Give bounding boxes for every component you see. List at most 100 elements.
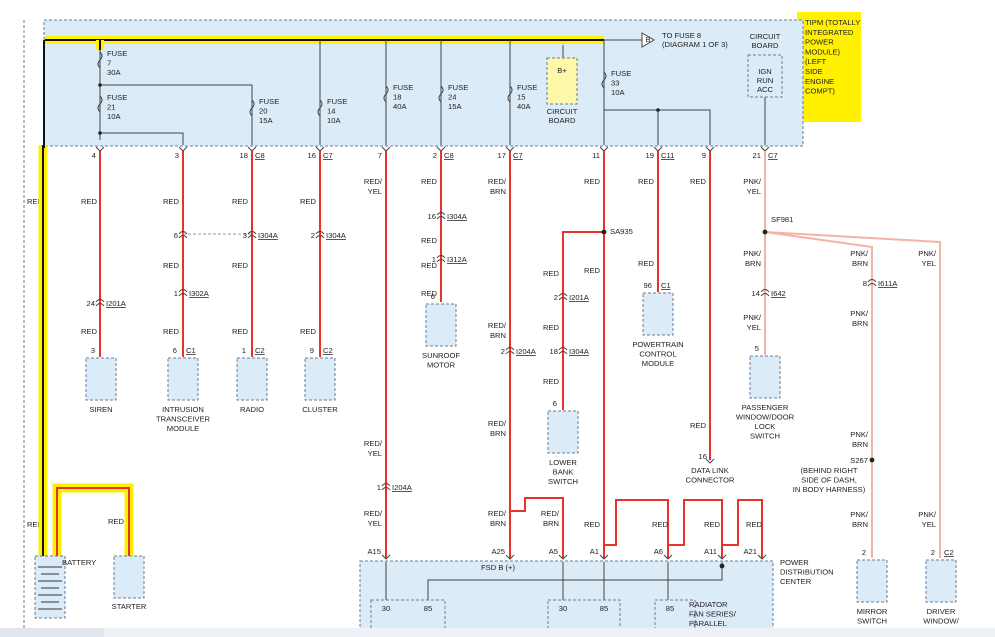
lower-bank-switch-box xyxy=(547,410,579,454)
wire-color-label-line: BRN xyxy=(852,440,868,449)
fuse-label-line: 40A xyxy=(393,102,407,111)
wire-color-label-line: RED/ xyxy=(488,321,507,330)
inline-connector-pin: 2 xyxy=(501,347,505,356)
pdc-pin xyxy=(599,554,609,560)
fuse-label-line: 10A xyxy=(611,88,625,97)
tipm-pin-number: 4 xyxy=(92,151,96,160)
horizontal-scrollbar[interactable] xyxy=(0,628,995,637)
fuse-symbol xyxy=(383,85,389,103)
circuit-board-title: BOARD xyxy=(751,41,779,50)
fuse-symbol xyxy=(438,85,444,103)
wire-color-label: RED xyxy=(27,197,44,206)
tipm-pin-connector: C8 xyxy=(255,151,265,160)
fuse-label-line: 21 xyxy=(107,103,115,112)
pdc-label-line: CENTER xyxy=(780,577,812,586)
inline-connector-symbol xyxy=(867,279,877,287)
wire-color-label-line: PNK/ xyxy=(918,510,937,519)
radio-box xyxy=(236,357,268,401)
inline-connector-symbol xyxy=(178,289,188,297)
wire-color-label-line: YEL xyxy=(747,323,761,332)
inline-connector-symbol xyxy=(178,231,188,239)
to-fuse-label-line: (DIAGRAM 1 OF 3) xyxy=(662,40,728,49)
splice-sa935-label: SA935 xyxy=(610,227,633,236)
wire-color-label-line: BRN xyxy=(745,259,761,268)
tipm-pin-number: 16 xyxy=(308,151,316,160)
passenger-window-door-lock-switch-pin: 5 xyxy=(755,344,759,353)
tipm-pin-number: 9 xyxy=(702,151,706,160)
relay-pin-label: 85 xyxy=(666,604,674,613)
pdc-label-line: POWER xyxy=(780,558,809,567)
tipm-title-line: INTEGRATED xyxy=(805,28,854,37)
tipm-pin-number: 18 xyxy=(240,151,248,160)
fuse-splice-dot xyxy=(98,83,102,87)
pdc-pin-label: A1 xyxy=(590,547,599,556)
intrusion-transceiver-module-connector: C1 xyxy=(186,346,196,355)
fuse-symbol xyxy=(507,85,513,103)
wire-color-label-line: YEL xyxy=(747,187,761,196)
pink-wire-1 xyxy=(764,231,941,558)
pdc-pin xyxy=(558,554,568,560)
connector-b-label: B xyxy=(645,35,650,44)
data-link-connector-label-line: DATA LINK xyxy=(691,466,729,475)
intrusion-transceiver-module-box xyxy=(167,357,199,401)
tipm-pin xyxy=(95,146,105,152)
tipm-pin-number: 19 xyxy=(646,151,654,160)
fuse-symbol xyxy=(317,99,323,117)
powertrain-control-module-label-line: POWERTRAIN xyxy=(632,340,683,349)
tipm-internal-line-2 xyxy=(100,132,184,145)
tipm-title-line: TIPM (TOTALLY xyxy=(805,18,860,27)
wire-color-label-line: RED/ xyxy=(364,439,383,448)
wire-color-label-line: PNK/ xyxy=(918,249,937,258)
red-wire-12 xyxy=(604,499,669,558)
tipm-pin-connector: C8 xyxy=(444,151,454,160)
wire-color-label-line: BRN xyxy=(490,187,506,196)
splice-s267-note-line: SIDE OF DASH, xyxy=(801,476,857,485)
tipm-pin-number: 2 xyxy=(433,151,437,160)
wire-color-label-line: PNK/ xyxy=(850,510,869,519)
wire-color-label-line: YEL xyxy=(368,449,382,458)
wire-color-label: RED xyxy=(27,520,44,529)
wire-color-label: RED xyxy=(543,269,560,278)
tipm-title-line: ENGINE xyxy=(805,77,834,86)
radio-connector: C2 xyxy=(255,346,265,355)
pdc-pin-label: A11 xyxy=(704,547,717,556)
wire-color-label: RED xyxy=(421,236,438,245)
radio-pin: 1 xyxy=(242,346,246,355)
wire-color-label: RED xyxy=(638,177,655,186)
driver-window-door-lock-switch-label-line: WINDOW/ xyxy=(923,617,959,626)
wire-color-label-line: PNK/ xyxy=(743,177,762,186)
fuse-label-line: 33 xyxy=(611,79,619,88)
red-wire-14 xyxy=(722,499,763,558)
relay-pin-label: 85 xyxy=(600,604,608,613)
pdc-pin-label: A25 xyxy=(491,547,505,556)
tipm-title-line: POWER xyxy=(805,38,834,47)
inline-connector-label: I304A xyxy=(569,347,590,356)
fuse-label-line: 15 xyxy=(517,93,525,102)
siren-pin: 3 xyxy=(91,346,95,355)
b-plus-label: B+ xyxy=(557,66,567,75)
red-wire-10 xyxy=(562,231,604,410)
wire-color-label-line: PNK/ xyxy=(743,249,762,258)
fuse-label-line: FUSE xyxy=(327,97,347,106)
tipm-pin-connector: C7 xyxy=(323,151,333,160)
intrusion-transceiver-module-label-line: TRANSCEIVER xyxy=(156,415,211,424)
fuse-symbol xyxy=(97,51,103,69)
splice-sf981-dot xyxy=(762,229,768,235)
inline-connector-label: I201A xyxy=(569,293,590,302)
splice-s267-label: S267 xyxy=(850,456,868,465)
powertrain-control-module-label-line: CONTROL xyxy=(639,350,676,359)
inline-connector-symbol xyxy=(436,255,446,263)
wire-color-label: RED xyxy=(543,377,560,386)
fuse-splice-dot xyxy=(98,131,102,135)
splice-s267-note-line: (BEHIND RIGHT xyxy=(801,466,858,475)
cluster-box xyxy=(304,357,336,401)
pdc-pin-label: A6 xyxy=(654,547,663,556)
scrollbar-thumb[interactable] xyxy=(104,628,995,637)
tipm-pin-number: 7 xyxy=(378,151,382,160)
fuse-label-line: 15A xyxy=(448,102,462,111)
splice-s267-dot xyxy=(869,457,875,463)
wire-color-label: RED xyxy=(163,197,180,206)
tipm-internal-line-1 xyxy=(100,84,253,145)
inline-connector-symbol xyxy=(558,347,568,355)
wire-color-label: RED xyxy=(584,266,601,275)
